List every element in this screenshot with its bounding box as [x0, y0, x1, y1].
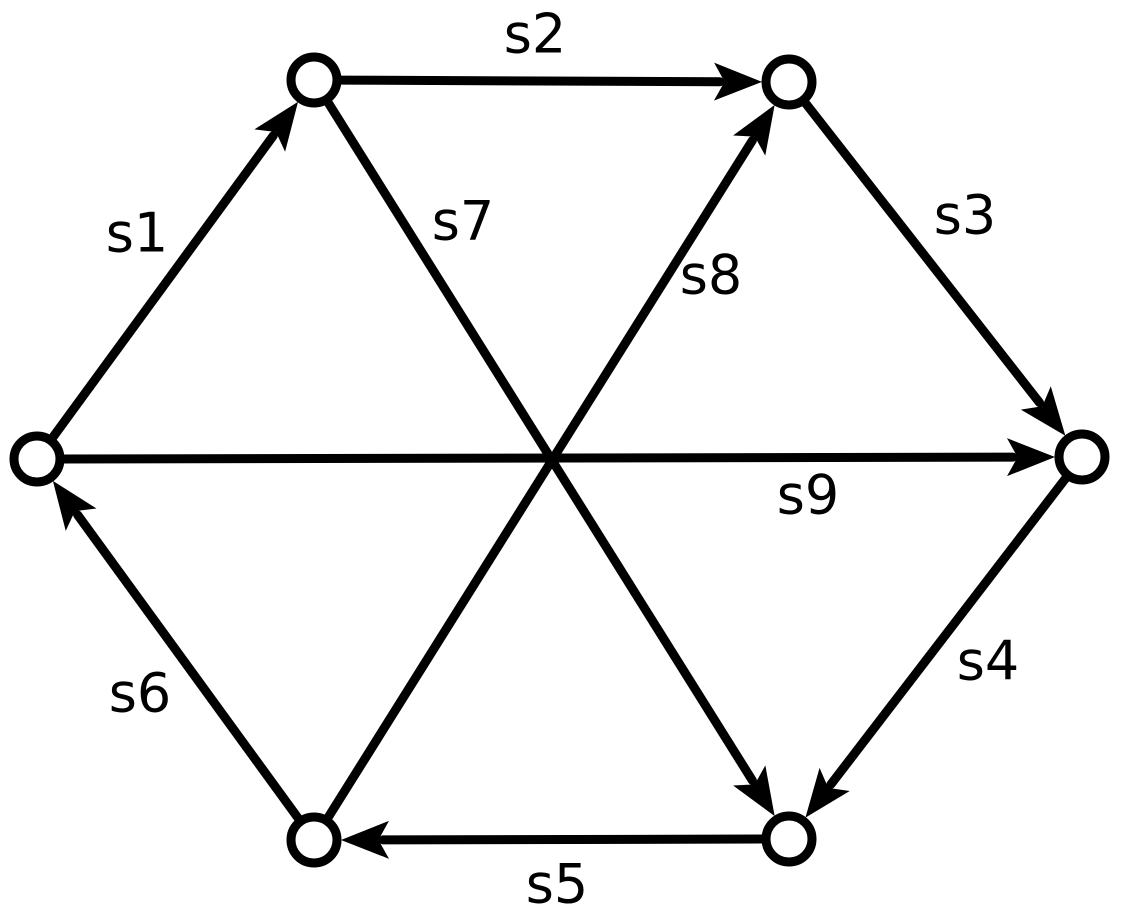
edge-label-s9: s9 [777, 464, 840, 527]
arrowhead-s1 [254, 101, 299, 152]
edge-s4 [826, 470, 1073, 789]
arrowheads-layer [52, 62, 1066, 859]
graph-node [1054, 429, 1110, 485]
edge-label-s4: s4 [957, 630, 1020, 693]
graph-node [286, 812, 342, 868]
arrowhead-s9 [1006, 438, 1055, 477]
edge-label-s3: s3 [934, 184, 997, 247]
edge-s3 [798, 95, 1045, 408]
edge-label-s2: s2 [504, 3, 567, 66]
edges-layer [46, 75, 1073, 845]
graph-node [286, 52, 342, 108]
edge-label-s8: s8 [680, 244, 743, 307]
arrowhead-s7 [733, 765, 775, 817]
graph-node [761, 54, 817, 110]
graph-node [9, 431, 65, 487]
graph-node [761, 811, 817, 867]
arrowhead-s6 [52, 480, 97, 531]
edge-labels-layer: s1 s2 s3 s4 s5 s6 s7 s8 s9 [106, 3, 1020, 916]
arrowhead-s8 [733, 104, 775, 156]
edge-label-s7: s7 [432, 190, 495, 253]
edge-label-s5: s5 [526, 853, 589, 916]
nodes-layer [9, 52, 1110, 868]
edge-s9 [55, 452, 1018, 464]
edge-s6 [73, 510, 305, 826]
edge-label-s1: s1 [106, 202, 169, 265]
edge-s7 [321, 94, 757, 786]
edge-label-s6: s6 [109, 662, 172, 725]
edge-s2 [332, 75, 725, 87]
arrowhead-s5 [340, 820, 390, 859]
arrowhead-s2 [713, 62, 763, 101]
arrowhead-s4 [805, 767, 850, 818]
edge-s1 [46, 131, 278, 445]
edge-s8 [321, 135, 757, 826]
edge-s5 [378, 834, 771, 845]
arrowhead-s3 [1020, 386, 1066, 436]
